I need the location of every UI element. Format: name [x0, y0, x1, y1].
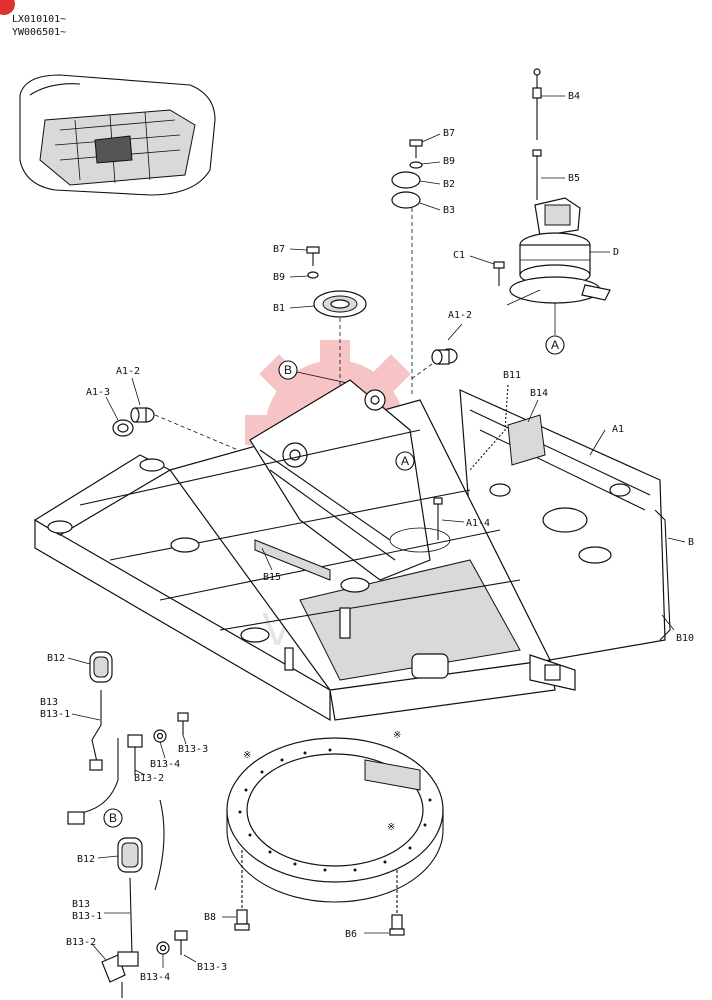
- wire-b13-bot: [129, 877, 133, 956]
- label-b9-mid: B9: [273, 272, 285, 283]
- callout-a-mid-text: A: [401, 454, 409, 468]
- lamp-b12-bot: [117, 837, 143, 873]
- rod-b5: [532, 149, 542, 200]
- bracket-b13-2-top: [127, 734, 143, 775]
- ring-a1-3: [112, 419, 134, 437]
- label-b15: B15: [263, 572, 281, 583]
- ref-mark-2: ※: [393, 730, 401, 741]
- bolt-b13-3-top: [177, 712, 189, 735]
- label-b12-bot: B12: [77, 854, 95, 865]
- label-b9-top: B9: [443, 156, 455, 167]
- label-b8: B8: [204, 912, 216, 923]
- label-b1: B1: [273, 303, 285, 314]
- pin-a1-4: [433, 497, 443, 540]
- bolt-b7-mid: [306, 246, 320, 266]
- nut-b13-4-bot: [156, 941, 170, 955]
- callout-b-top: [278, 360, 298, 380]
- label-b12-top: B12: [47, 653, 65, 664]
- gasket-b3: [391, 191, 421, 209]
- label-b13-4-bot: B13-4: [140, 972, 170, 983]
- bolt-b13-3-bot: [174, 930, 188, 955]
- label-a1-2-left: A1-2: [116, 366, 140, 377]
- ref-mark-1: ※: [243, 750, 251, 761]
- hose-right: [654, 509, 671, 641]
- label-c1: C1: [453, 250, 465, 261]
- red-circle-badge-icon: [0, 0, 15, 15]
- swing-motor-d: [509, 197, 611, 304]
- label-a1-4: A1-4: [466, 518, 490, 529]
- label-d: D: [613, 247, 619, 258]
- bolt-b8: [234, 850, 250, 931]
- plate-b2: [391, 171, 421, 189]
- label-b14: B14: [530, 388, 548, 399]
- label-b4: B4: [568, 91, 580, 102]
- label-b10: B10: [676, 633, 694, 644]
- label-b13-2-bot: B13-2: [66, 937, 96, 948]
- bolt-b7-top: [409, 139, 423, 158]
- callout-b-bot: [103, 808, 123, 828]
- bracket-b13-2-bot: [101, 951, 139, 998]
- label-b13-3-bot: B13-3: [197, 962, 227, 973]
- lamp-b12-top: [89, 651, 113, 683]
- label-b2: B2: [443, 179, 455, 190]
- wire-b13-top: [91, 690, 102, 763]
- label-b11: B11: [503, 370, 521, 381]
- callout-a-top: [545, 335, 565, 355]
- serial-line-2: YW006501~: [12, 27, 66, 38]
- bushing-a1-2-right: [431, 348, 458, 365]
- hose-b15: [254, 539, 331, 581]
- swing-bearing-ring: [226, 737, 444, 903]
- label-b7-mid: B7: [273, 244, 285, 255]
- label-b-right: B: [688, 537, 694, 548]
- label-b13-1-top: B13-1: [40, 709, 70, 720]
- label-a1: A1: [612, 424, 624, 435]
- nut-b13-4-top: [153, 729, 167, 743]
- ref-mark-3: ※: [387, 822, 395, 833]
- label-b13-2-top: B13-2: [134, 773, 164, 784]
- hose-b11: [469, 384, 509, 471]
- callout-b-top-text: B: [284, 363, 292, 377]
- label-b7-top: B7: [443, 128, 455, 139]
- bushing-a1-2-left: [130, 407, 155, 423]
- callout-b-bot-text: B: [109, 811, 117, 825]
- label-a1-2-right: A1-2: [448, 310, 472, 321]
- bolt-b6: [389, 870, 405, 936]
- label-a1-3: A1-3: [86, 387, 110, 398]
- seal-b1: [313, 290, 367, 318]
- bolt-c1: [493, 261, 505, 286]
- label-b13-4-top: B13-4: [150, 759, 180, 770]
- rod-b4: [532, 68, 542, 140]
- label-b5: B5: [568, 173, 580, 184]
- label-b13-1-bot: B13-1: [72, 911, 102, 922]
- washer-b9-mid: [307, 271, 319, 279]
- label-b13-top: B13: [40, 697, 58, 708]
- label-b13-bot: B13: [72, 899, 90, 910]
- harness-top: [69, 738, 119, 816]
- label-b6: B6: [345, 929, 357, 940]
- callout-a-top-text: A: [551, 338, 559, 352]
- label-b3: B3: [443, 205, 455, 216]
- label-b13-3-top: B13-3: [178, 744, 208, 755]
- overview-thumbnail: [19, 74, 216, 196]
- serial-line-1: LX010101~: [12, 14, 66, 25]
- washer-b9-top: [409, 161, 423, 169]
- callout-a-mid: [395, 451, 415, 471]
